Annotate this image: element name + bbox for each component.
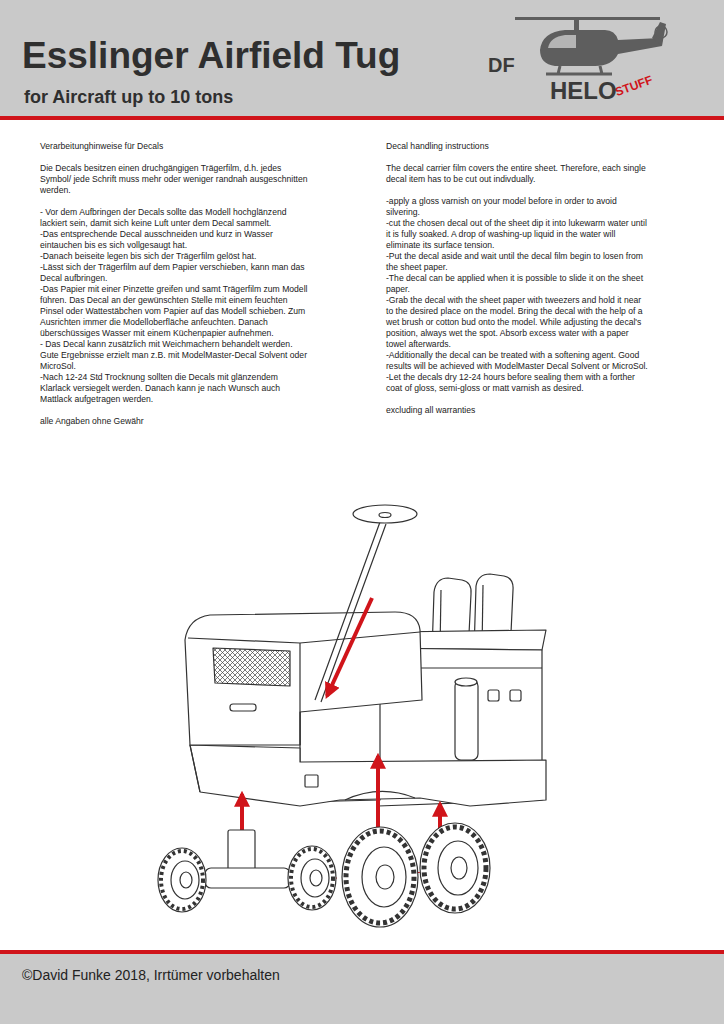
section-heading: Verarbeitunghinweise für Decals: [40, 141, 308, 152]
instruction-step: - Das Decal kann zusätzlich mit Weichmac…: [40, 339, 308, 372]
wheel-parts: [301, 859, 329, 897]
assembly-arrow: [376, 756, 380, 838]
wheel-parts: [420, 823, 490, 913]
wheel-parts: [158, 823, 490, 927]
tug-drawing: [305, 775, 318, 787]
tug-drawing: [379, 513, 391, 518]
instruction-step: - Vor dem Aufbringen der Decals sollte d…: [40, 207, 308, 229]
header-band: [0, 0, 724, 120]
tug-drawing: [315, 522, 386, 702]
assembly-arrow: [242, 598, 440, 856]
page-title: Esslinger Airfield Tug: [22, 34, 400, 77]
wheel-parts: [438, 841, 478, 895]
instruction-step: -Nach 12-24 Std Trocknung sollten die De…: [40, 372, 308, 405]
wheel-parts: [346, 831, 414, 923]
instruction-step: -Put the decal aside and wait until the …: [386, 251, 648, 273]
logo-text: DF: [488, 54, 515, 76]
instruction-step: -Additionally the decal can be treated w…: [386, 350, 648, 372]
wheel-parts: [288, 846, 336, 910]
tug-drawing: [353, 505, 417, 523]
wheel-parts: [362, 847, 406, 907]
wheel-parts: [451, 857, 467, 879]
tug-drawing: [455, 678, 477, 686]
disclaimer: excluding all warranties: [386, 405, 648, 416]
wheel-parts: [342, 827, 418, 927]
subtitle: for Aircraft up to 10 tons: [24, 87, 233, 107]
wheel-parts: [228, 830, 255, 870]
helicopter-logo: [655, 26, 667, 38]
instruction-step: -cut the chosen decal out of the sheet d…: [386, 218, 648, 251]
tug-drawing: [185, 612, 422, 745]
helicopter-logo: [540, 30, 662, 66]
wheel-parts: [424, 827, 486, 909]
wheel-parts: [161, 851, 203, 909]
tug-drawing: [230, 704, 256, 711]
instruction-step: -Danach beiseite legen bis sich der Träg…: [40, 251, 308, 262]
tug-drawing: [190, 745, 200, 792]
body-text: Die Decals besitzen einen druchgängigen …: [40, 163, 308, 196]
helicopter-logo: [652, 22, 666, 46]
footer-band: ©David Funke 2018, Irrtümer vorbehalten: [0, 954, 724, 1024]
text-column: Verarbeitunghinweise für DecalsDie Decal…: [40, 141, 308, 427]
disclaimer: alle Angaben ohne Gewähr: [40, 416, 308, 427]
body-text: The decal carrier film covers the entire…: [386, 163, 648, 185]
footer-text: ©David Funke 2018, Irrtümer vorbehalten: [22, 966, 702, 984]
tug-drawing: [488, 690, 499, 701]
wheel-parts: [291, 849, 333, 907]
tug-drawing: [185, 505, 546, 806]
tug-drawing: [188, 632, 420, 643]
instruction-step: -Let the decals dry 12-24 hours before s…: [386, 372, 648, 394]
tug-drawing: [510, 690, 521, 701]
wheel-parts: [376, 865, 394, 889]
section-heading: Decal handling instructions: [386, 141, 648, 152]
wheel-parts: [158, 848, 206, 912]
instruction-step: -apply a gloss varnish on your model bef…: [386, 196, 648, 218]
wheel-parts: [310, 870, 322, 886]
wheel-parts: [180, 872, 192, 888]
footer-band: [0, 950, 724, 1024]
tug-drawing: [213, 648, 290, 686]
helicopter-logo: [515, 17, 660, 20]
text-column: Decal handling instructionsThe decal car…: [386, 141, 648, 416]
wheel-parts: [171, 861, 199, 899]
tug-drawing: [299, 643, 300, 745]
instruction-step: -Das Papier mit einer Pinzette greifen u…: [40, 284, 308, 339]
assembly-arrow: [327, 598, 372, 696]
logo-text: HELO: [550, 78, 617, 104]
wheel-parts: [205, 868, 290, 888]
instruction-step: -The decal can be applied when it is pos…: [386, 273, 648, 295]
helicopter-logo: [548, 35, 576, 48]
helicopter-logo: [546, 66, 612, 74]
footer-band: [0, 954, 724, 1024]
header-band: [0, 116, 724, 120]
header-band: [0, 0, 724, 116]
tug-drawing: [455, 680, 478, 760]
instruction-step: -Das entsprechende Decal ausschneiden un…: [40, 229, 308, 251]
helicopter-logo: [574, 19, 579, 31]
instruction-step: -Lässt sich der Trägerfilm auf dem Papie…: [40, 262, 308, 284]
helicopter-logo: [515, 17, 667, 74]
instruction-step: -Grab the decal with the sheet paper wit…: [386, 295, 648, 350]
